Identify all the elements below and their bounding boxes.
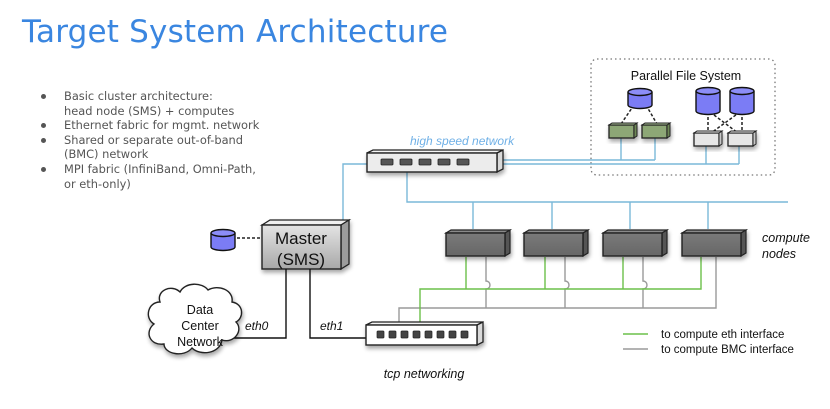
tcp-networking-label: tcp networking — [384, 367, 465, 381]
slide-title: Target System Architecture — [22, 14, 449, 50]
storage-cylinder-icon — [627, 87, 653, 110]
parallel-file-system-group: Parallel File System — [590, 58, 776, 176]
dcn-label-line1: Data — [187, 303, 213, 317]
master-label-line1: Master — [275, 229, 327, 248]
oss-server-icon — [607, 122, 639, 139]
bullet-line: Basic cluster architecture: — [64, 89, 213, 103]
compute-nodes-label-line2: nodes — [762, 247, 796, 261]
parallel-file-system-border — [590, 58, 776, 176]
pfs-components — [607, 86, 758, 147]
bullet-item: Ethernet fabric for mgmt. network — [38, 118, 259, 133]
eth-trunk — [419, 257, 702, 322]
parallel-file-system-label: Parallel File System — [631, 69, 741, 83]
bmc-compute-3 — [642, 257, 648, 308]
bullet-line: or eth-only) — [64, 176, 131, 191]
bullet-line: (BMC) network — [64, 147, 149, 162]
link-eth0 — [232, 269, 287, 339]
bullet-line: head node (SMS) + computes — [64, 103, 235, 118]
master-label-line2: (SMS) — [277, 250, 325, 269]
bmc-compute-1 — [485, 257, 491, 308]
eth0-label: eth0 — [245, 319, 269, 333]
bullet-line: Ethernet fabric for mgmt. network — [64, 118, 260, 133]
high-speed-network-label: high speed network — [410, 134, 515, 148]
storage-cylinder-icon — [695, 86, 721, 116]
compute-nodes-label-line1: compute — [762, 231, 810, 245]
bullet-item: Shared or separate out-of-band (BMC) net… — [38, 133, 259, 162]
link-switch-to-computes — [406, 172, 788, 203]
dcn-label-line2: Center — [181, 319, 219, 333]
compute-node-icon — [443, 228, 513, 258]
eth-links — [419, 257, 702, 322]
mds-server-icon — [726, 130, 758, 147]
high-speed-links — [342, 138, 788, 229]
mds-server-icon — [692, 130, 724, 147]
bullet-item: Basic cluster architecture: head node (S… — [38, 89, 259, 118]
legend-bmc-label: to compute BMC interface — [661, 344, 794, 356]
master-sms-node: Master (SMS) — [210, 218, 352, 271]
bullet-line: MPI fabric (InfiniBand, Omni-Path, — [64, 161, 256, 176]
bullet-item: MPI fabric (InfiniBand, Omni-Path, or et… — [38, 162, 259, 191]
link-switch-to-master — [342, 163, 367, 224]
legend: to compute eth interface to compute BMC … — [623, 329, 794, 356]
bmc-trunk — [398, 307, 480, 322]
oss-server-icon — [640, 122, 672, 139]
link-eth1 — [309, 269, 366, 339]
compute-node-icon — [521, 228, 591, 258]
compute-node-icon — [600, 228, 670, 258]
storage-cylinder-icon — [729, 86, 755, 116]
compute-nodes — [443, 228, 749, 258]
compute-node-icon — [679, 228, 749, 258]
storage-cylinder-icon — [210, 228, 236, 252]
eth1-label: eth1 — [320, 319, 343, 333]
bmc-compute-2 — [564, 257, 570, 308]
bullet-list: Basic cluster architecture: head node (S… — [38, 89, 259, 191]
cloud-icon — [147, 283, 243, 355]
dcn-label-line3: Network — [177, 335, 224, 349]
tcp-switch-icon — [365, 320, 484, 347]
bullet-line: Shared or separate out-of-band — [64, 132, 244, 147]
master-ethernet-links — [232, 269, 366, 339]
legend-eth-label: to compute eth interface — [661, 329, 784, 341]
high-speed-switch-icon: high speed network — [366, 134, 515, 174]
